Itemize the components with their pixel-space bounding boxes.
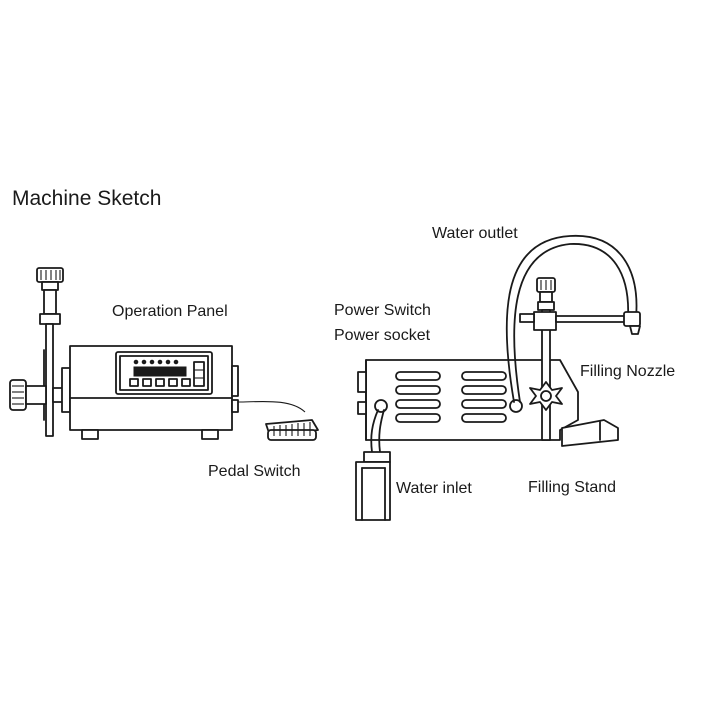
label-water-inlet: Water inlet xyxy=(396,480,472,497)
pedal-switch xyxy=(265,419,319,441)
label-power-switch: Power Switch xyxy=(334,302,431,319)
label-pedal-switch: Pedal Switch xyxy=(208,463,301,480)
side-view-machine xyxy=(355,235,641,521)
top-valve-knob xyxy=(36,267,64,325)
label-filling-nozzle: Filling Nozzle xyxy=(580,363,675,380)
side-body xyxy=(357,359,579,441)
filling-stand xyxy=(519,277,627,447)
filling-nozzle xyxy=(623,311,641,335)
inlet-bottle xyxy=(355,451,391,521)
front-view-machine xyxy=(9,267,319,441)
diagram-title: Machine Sketch xyxy=(12,187,161,210)
side-knob xyxy=(9,367,71,413)
label-water-outlet: Water outlet xyxy=(432,225,518,242)
operation-panel xyxy=(115,351,213,395)
label-operation-panel: Operation Panel xyxy=(112,303,228,320)
label-power-socket: Power socket xyxy=(334,327,431,344)
label-filling-stand: Filling Stand xyxy=(528,479,616,496)
